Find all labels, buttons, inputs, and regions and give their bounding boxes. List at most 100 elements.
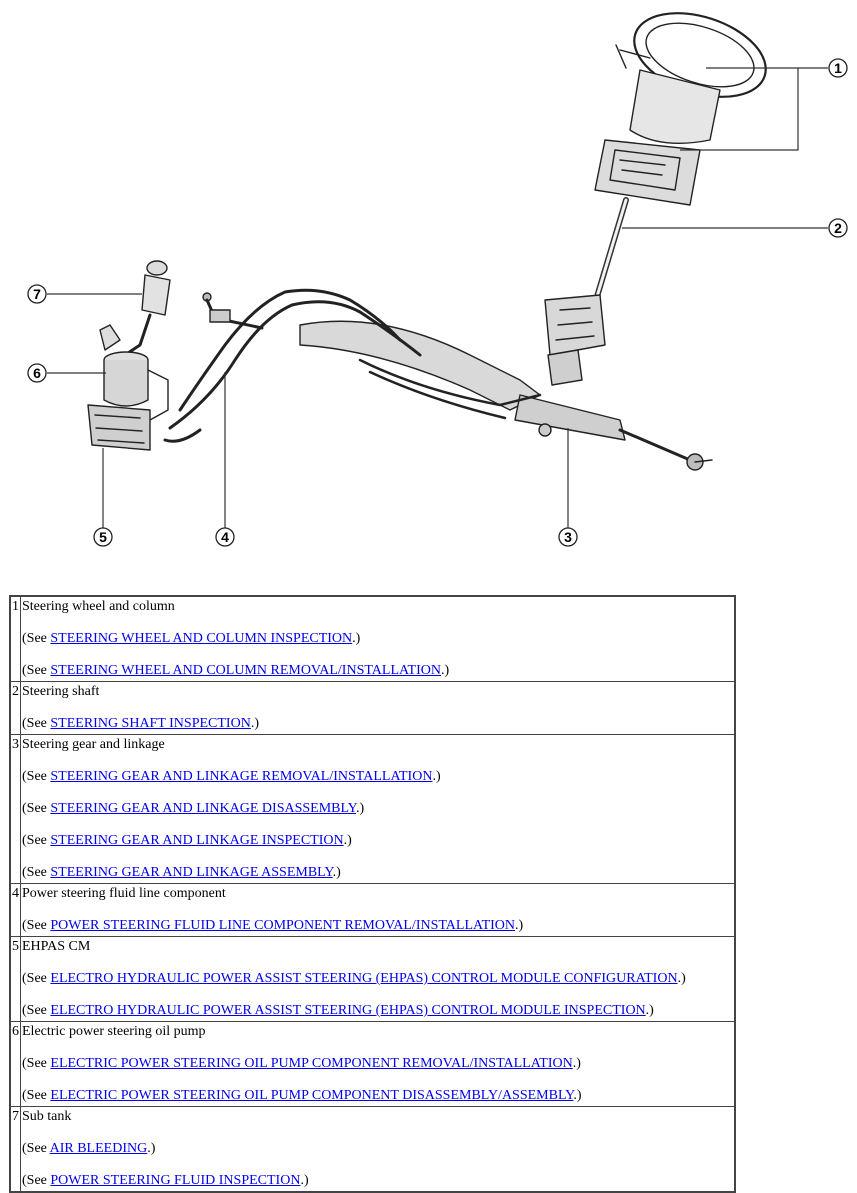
- see-prefix: (See: [22, 769, 51, 784]
- reference-line: (See ELECTRO HYDRAULIC POWER ASSIST STEE…: [22, 971, 734, 987]
- procedure-link[interactable]: POWER STEERING FLUID LINE COMPONENT REMO…: [50, 918, 516, 933]
- table-row: 6 Electric power steering oil pump (See …: [9, 1021, 736, 1107]
- reference-line: (See STEERING GEAR AND LINKAGE REMOVAL/I…: [22, 769, 734, 785]
- fluid-lines-drawing: [163, 288, 542, 443]
- procedure-link[interactable]: ELECTRO HYDRAULIC POWER ASSIST STEERING …: [50, 1003, 646, 1018]
- procedure-link[interactable]: POWER STEERING FLUID INSPECTION: [50, 1173, 301, 1188]
- table-row: 2 Steering shaft (See STEERING SHAFT INS…: [9, 681, 736, 735]
- see-suffix: .): [432, 769, 441, 784]
- see-prefix: (See: [22, 663, 51, 678]
- part-name: Steering gear and linkage: [22, 737, 165, 752]
- part-cell: EHPAS CM (See ELECTRO HYDRAULIC POWER AS…: [20, 936, 736, 1022]
- reference-line: (See ELECTRIC POWER STEERING OIL PUMP CO…: [22, 1088, 734, 1104]
- callout-3-label: 3: [564, 529, 572, 545]
- part-number: 4: [9, 883, 21, 937]
- callout-7-label: 7: [33, 286, 41, 302]
- reference-line: (See POWER STEERING FLUID INSPECTION.): [22, 1173, 734, 1189]
- callout-5-circle: [93, 527, 113, 547]
- part-name: Steering shaft: [22, 684, 100, 699]
- see-suffix: .): [343, 833, 352, 848]
- see-prefix: (See: [22, 1141, 50, 1156]
- callout-2-label: 2: [834, 220, 842, 236]
- procedure-link[interactable]: ELECTRIC POWER STEERING OIL PUMP COMPONE…: [50, 1088, 574, 1103]
- procedure-link[interactable]: STEERING GEAR AND LINKAGE DISASSEMBLY: [50, 801, 356, 816]
- callout-4-circle: [215, 527, 235, 547]
- procedure-link[interactable]: STEERING GEAR AND LINKAGE INSPECTION: [50, 833, 344, 848]
- procedure-link[interactable]: STEERING GEAR AND LINKAGE ASSEMBLY: [50, 865, 333, 880]
- part-number: 7: [9, 1106, 21, 1193]
- parts-reference-table: 1 Steering wheel and column (See STEERIN…: [9, 595, 736, 1193]
- table-row: 4 Power steering fluid line component (S…: [9, 883, 736, 937]
- callout-4-label: 4: [221, 529, 229, 545]
- steering-gear-drawing: [299, 320, 713, 471]
- part-number: 6: [9, 1021, 21, 1107]
- table-row: 5 EHPAS CM (See ELECTRO HYDRAULIC POWER …: [9, 936, 736, 1022]
- see-suffix: .): [573, 1088, 582, 1103]
- procedure-link[interactable]: ELECTRO HYDRAULIC POWER ASSIST STEERING …: [50, 971, 678, 986]
- part-name: Sub tank: [22, 1109, 72, 1124]
- reference-line: (See ELECTRO HYDRAULIC POWER ASSIST STEE…: [22, 1003, 734, 1019]
- see-prefix: (See: [22, 1056, 51, 1071]
- callout-3-circle: [558, 527, 578, 547]
- part-number: 5: [9, 936, 21, 1022]
- steering-shaft-drawing: [544, 197, 629, 386]
- reference-line: (See POWER STEERING FLUID LINE COMPONENT…: [22, 918, 734, 934]
- sub-tank-drawing: [123, 260, 171, 357]
- see-suffix: .): [355, 801, 365, 816]
- table-row: 3 Steering gear and linkage (See STEERIN…: [9, 734, 736, 884]
- callout-6-circle: [27, 363, 47, 383]
- steering-system-illustration: 1 2 3 4 5 6 7: [27, 12, 848, 547]
- reference-line: (See STEERING GEAR AND LINKAGE INSPECTIO…: [22, 833, 734, 849]
- callout-markers: [27, 58, 848, 547]
- procedure-link[interactable]: AIR BLEEDING: [49, 1141, 148, 1156]
- part-number: 2: [9, 681, 21, 735]
- steering-wheel-drawing: [594, 12, 767, 206]
- see-prefix: (See: [22, 631, 51, 646]
- procedure-link[interactable]: STEERING SHAFT INSPECTION: [50, 716, 251, 731]
- callout-1-label: 1: [834, 60, 842, 76]
- table-row: 7 Sub tank (See AIR BLEEDING.)(See POWER…: [9, 1106, 736, 1193]
- see-suffix: .): [515, 918, 524, 933]
- reference-line: (See AIR BLEEDING.): [22, 1141, 734, 1157]
- callout-6-label: 6: [33, 365, 41, 381]
- see-suffix: .): [147, 1141, 156, 1156]
- reference-line: (See STEERING WHEEL AND COLUMN INSPECTIO…: [22, 631, 734, 647]
- see-suffix: .): [352, 631, 361, 646]
- procedure-link[interactable]: STEERING WHEEL AND COLUMN REMOVAL/INSTAL…: [50, 663, 441, 678]
- see-prefix: (See: [22, 865, 51, 880]
- part-cell: Steering shaft (See STEERING SHAFT INSPE…: [20, 681, 736, 735]
- part-name: Electric power steering oil pump: [22, 1024, 206, 1039]
- see-suffix: .): [677, 971, 686, 986]
- see-prefix: (See: [22, 1003, 51, 1018]
- see-prefix: (See: [22, 833, 51, 848]
- callout-5-label: 5: [99, 529, 107, 545]
- see-suffix: .): [645, 1003, 654, 1018]
- callout-7-circle: [27, 284, 47, 304]
- see-prefix: (See: [22, 918, 51, 933]
- left-tie-rod-drawing: [202, 292, 264, 330]
- see-prefix: (See: [22, 1173, 51, 1188]
- reference-line: (See STEERING GEAR AND LINKAGE ASSEMBLY.…: [22, 865, 734, 881]
- procedure-link[interactable]: STEERING WHEEL AND COLUMN INSPECTION: [50, 631, 353, 646]
- procedure-link[interactable]: STEERING GEAR AND LINKAGE REMOVAL/INSTAL…: [50, 769, 433, 784]
- part-number: 3: [9, 734, 21, 884]
- part-cell: Electric power steering oil pump (See EL…: [20, 1021, 736, 1107]
- see-prefix: (See: [22, 716, 51, 731]
- see-prefix: (See: [22, 801, 51, 816]
- part-name: Power steering fluid line component: [22, 886, 226, 901]
- see-suffix: .): [332, 865, 341, 880]
- callout-1-circle: [828, 58, 848, 78]
- see-prefix: (See: [22, 1088, 51, 1103]
- callout-2-circle: [828, 218, 848, 238]
- reference-line: (See ELECTRIC POWER STEERING OIL PUMP CO…: [22, 1056, 734, 1072]
- oil-pump-drawing: [87, 324, 169, 451]
- reference-line: (See STEERING WHEEL AND COLUMN REMOVAL/I…: [22, 663, 734, 679]
- part-cell: Power steering fluid line component (See…: [20, 883, 736, 937]
- table-row: 1 Steering wheel and column (See STEERIN…: [9, 595, 736, 682]
- part-name: Steering wheel and column: [22, 599, 175, 614]
- procedure-link[interactable]: ELECTRIC POWER STEERING OIL PUMP COMPONE…: [50, 1056, 573, 1071]
- part-number: 1: [9, 595, 21, 682]
- part-cell: Steering gear and linkage (See STEERING …: [20, 734, 736, 884]
- see-prefix: (See: [22, 971, 51, 986]
- part-cell: Steering wheel and column (See STEERING …: [20, 595, 736, 682]
